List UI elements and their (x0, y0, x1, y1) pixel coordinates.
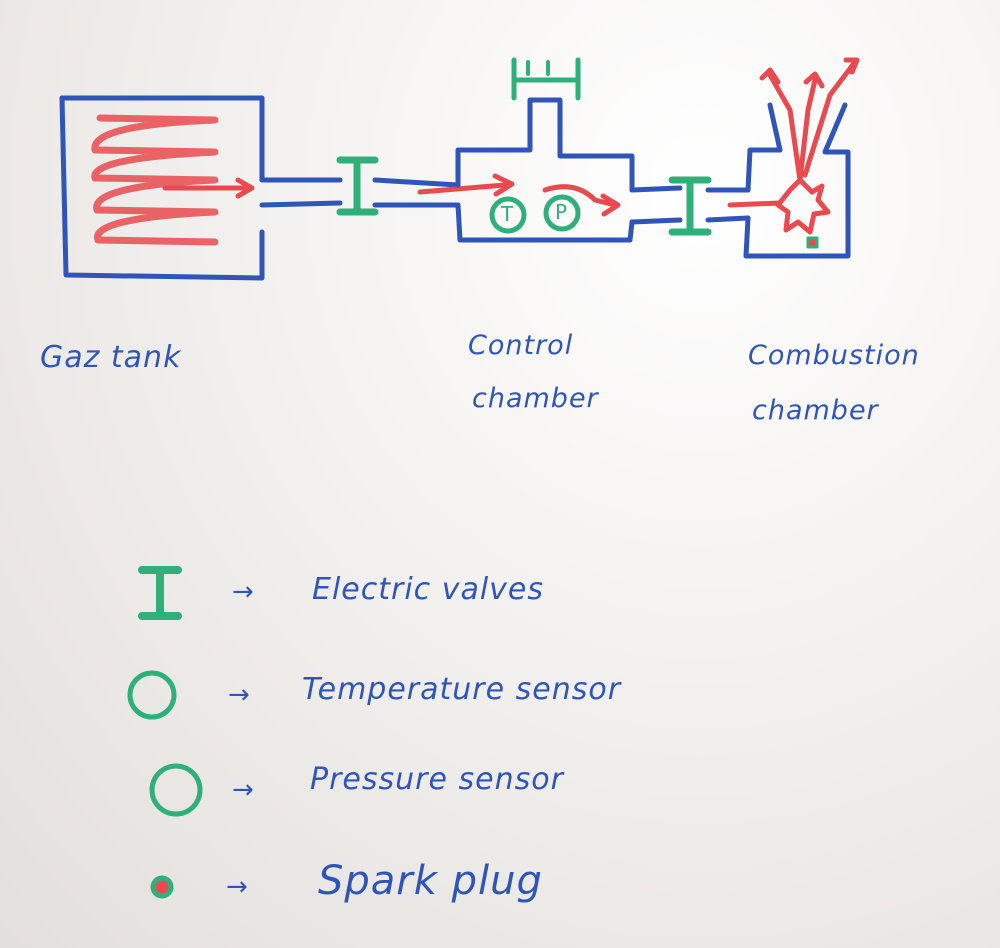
pressure-sensor-letter: P (555, 200, 568, 224)
legend-symbols (127, 566, 203, 899)
temperature-sensor-letter: T (501, 202, 514, 226)
control-chamber-label-line2: chamber (472, 383, 599, 414)
legend-text-pressure: Pressure sensor (310, 762, 564, 797)
legend-arrow-temperature: → (228, 680, 250, 710)
spark-plug-symbol (806, 236, 819, 249)
legend-text-valves: Electric valves (312, 572, 545, 607)
legend-text-spark: Spark plug (318, 858, 543, 904)
pressure-sensor-symbol (543, 194, 581, 232)
legend-arrow-pressure: → (232, 775, 254, 805)
combustion-chamber-label-line2: chamber (752, 395, 879, 426)
control-chamber-label-line1: Control (468, 330, 574, 361)
gaz-tank-label: Gaz tank (40, 340, 182, 375)
combustion-chamber-label-line1: Combustion (748, 340, 920, 371)
electric-valve-1 (336, 156, 379, 216)
electric-valve-2 (668, 176, 712, 236)
legend-arrow-valves: → (232, 577, 254, 607)
control-chamber (455, 57, 683, 243)
legend-text-temperature: Temperature sensor (302, 672, 622, 707)
combustion-chamber (743, 57, 860, 259)
temperature-sensor-symbol (489, 196, 527, 234)
legend-arrow-spark: → (226, 872, 248, 902)
gas-tank (59, 95, 343, 281)
